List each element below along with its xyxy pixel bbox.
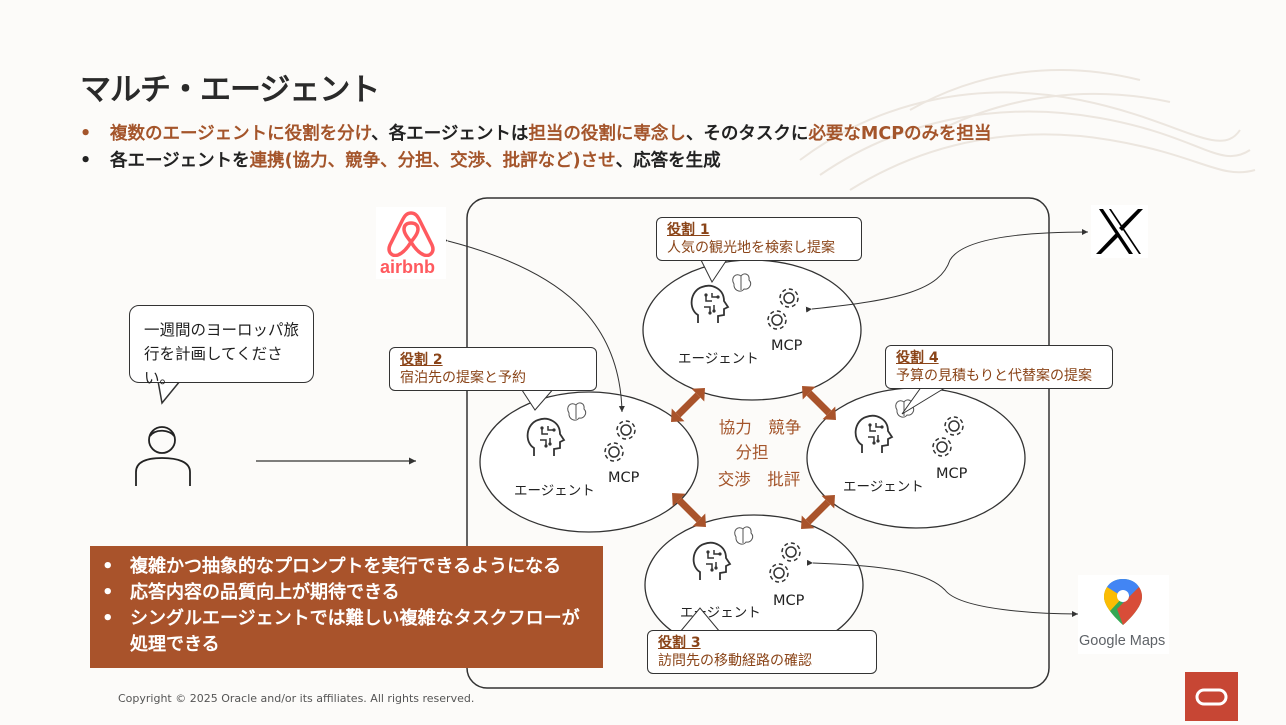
bubble-tail xyxy=(157,380,181,405)
airbnb-icon xyxy=(387,211,435,258)
agent-top-label: エージェント xyxy=(678,351,759,367)
role-2-box: 役割 2 宿泊先の提案と予約 xyxy=(389,347,597,391)
google-maps-wordmark: Google Maps xyxy=(1079,633,1166,649)
role-1-tail xyxy=(699,257,729,283)
summary-box: • 複雑かつ抽象的なプロンプトを実行できるようになる • 応答内容の品質向上が期待で… xyxy=(90,546,603,668)
oracle-logo xyxy=(1185,672,1238,721)
agent-right-label: エージェント xyxy=(843,479,924,495)
summary-item-1: 複雑かつ抽象的なプロンプトを実行できるようになる xyxy=(130,556,562,577)
bullet-dot: • xyxy=(102,556,114,577)
role-3-title: 役割 3 xyxy=(658,635,701,651)
agent-right-mcp-label: MCP xyxy=(936,466,968,482)
bullet-2-seg-2: 、応答を生成 xyxy=(615,151,721,171)
role-4-title: 役割 4 xyxy=(896,350,939,366)
role-4-desc: 予算の見積もりと代替案の提案 xyxy=(896,368,1092,384)
role-2-desc: 宿泊先の提案と予約 xyxy=(400,370,526,386)
bullet-1-seg-4: 必要なMCPのみを担当 xyxy=(808,124,992,144)
copyright-text: Copyright © 2025 Oracle and/or its affil… xyxy=(118,692,475,705)
arrow-x-link xyxy=(805,229,1089,313)
bullet-dot: • xyxy=(80,151,92,171)
user-request-line-1: 一週間のヨーロッパ旅 xyxy=(144,321,300,339)
google-maps-pin-icon xyxy=(1104,579,1142,625)
bullet-1-seg-2: 担当の役割に専念し xyxy=(528,124,686,144)
center-words-line-1: 協力 競争 xyxy=(719,418,802,437)
bullet-2-seg-1: 連携(協力、競争、分担、交渉、批評など)させ xyxy=(249,151,616,171)
agent-group-frame xyxy=(466,197,1050,689)
page-title: マルチ・エージェント xyxy=(80,72,380,108)
bullet-dot: • xyxy=(80,124,92,144)
agent-right-ellipse xyxy=(806,387,1026,529)
bullet-1-seg-3: 、そのタスクに xyxy=(685,124,809,144)
bullet-dot: • xyxy=(102,582,114,603)
summary-item-2: 応答内容の品質向上が期待できる xyxy=(130,582,400,603)
bullet-2-seg-0: 各エージェントを xyxy=(110,151,250,171)
agent-left-label: エージェント xyxy=(514,483,595,499)
user-request-bubble: 一週間のヨーロッパ旅 行を計画してください。 xyxy=(129,305,314,387)
bullet-line-1: • 複数のエージェントに役割を分け、各エージェントは担当の役割に専念し、そのタスク… xyxy=(80,120,992,145)
oracle-icon xyxy=(1195,688,1228,706)
collaboration-arrows xyxy=(671,386,836,529)
arrow-airbnb-link xyxy=(441,236,625,413)
airbnb-logo: airbnb xyxy=(376,207,446,279)
google-maps-logo: Google Maps xyxy=(1078,575,1169,654)
summary-item: • シングルエージェントでは難しい複雑なタスクフローが処理できる xyxy=(102,606,603,658)
bullet-line-2: • 各エージェントを連携(協力、競争、分担、交渉、批評など)させ、応答を生成 xyxy=(80,147,721,172)
bullet-dot: • xyxy=(102,608,114,629)
center-words-line-2: 分担 xyxy=(736,443,769,462)
role-1-desc: 人気の観光地を検索し提案 xyxy=(667,240,835,256)
x-logo xyxy=(1091,205,1148,258)
summary-item: • 複雑かつ抽象的なプロンプトを実行できるようになる xyxy=(102,554,603,580)
role-4-box: 役割 4 予算の見積もりと代替案の提案 xyxy=(885,345,1113,389)
role-3-desc: 訪問先の移動経路の確認 xyxy=(658,653,812,669)
role-1-box: 役割 1 人気の観光地を検索し提案 xyxy=(656,217,862,261)
double-arrow-top-right xyxy=(802,386,836,420)
agent-top-mcp-label: MCP xyxy=(771,338,803,354)
center-words-line-3: 交渉 批評 xyxy=(718,470,801,489)
double-arrow-bottom-right xyxy=(801,495,835,529)
bullet-1-seg-1: 、各エージェントは xyxy=(371,124,529,144)
summary-item: • 応答内容の品質向上が期待できる xyxy=(102,580,603,606)
summary-item-3: シングルエージェントでは難しい複雑なタスクフローが処理できる xyxy=(130,608,580,655)
agent-top-ellipse xyxy=(642,259,862,401)
airbnb-wordmark: airbnb xyxy=(380,257,436,277)
role-3-tail xyxy=(679,607,721,633)
double-arrow-top-left xyxy=(671,388,705,422)
role-3-box: 役割 3 訪問先の移動経路の確認 xyxy=(647,630,877,674)
agent-bottom-mcp-label: MCP xyxy=(773,593,805,609)
arrow-googlemaps-link xyxy=(806,559,1079,617)
x-icon xyxy=(1096,209,1143,254)
user-icon xyxy=(135,426,191,486)
role-2-tail xyxy=(519,386,556,411)
double-arrow-bottom-left xyxy=(672,493,706,527)
role-1-title: 役割 1 xyxy=(667,222,710,238)
role-2-title: 役割 2 xyxy=(400,352,443,368)
bullet-1-seg-0: 複数のエージェントに役割を分け xyxy=(110,124,372,144)
role-4-tail xyxy=(901,385,949,415)
background-texture xyxy=(799,69,1256,191)
agent-left-mcp-label: MCP xyxy=(608,470,640,486)
user-request-line-2: 行を計画してください。 xyxy=(144,345,283,387)
agent-left-ellipse xyxy=(479,391,699,533)
